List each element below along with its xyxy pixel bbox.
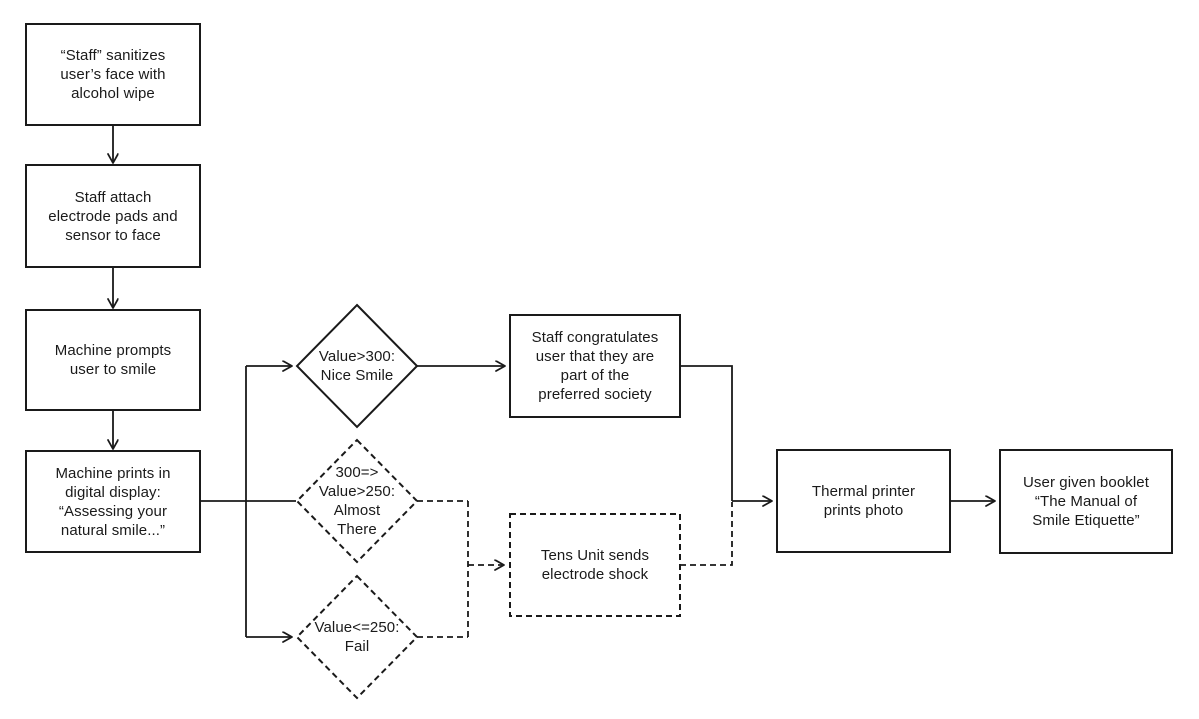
box-assess-outline	[25, 450, 201, 553]
edge-shock-merge	[680, 502, 733, 566]
node-shock-label: Tens Unit sends electrode shock	[540, 547, 650, 583]
diamond-fail-outline	[295, 574, 419, 700]
node-print-label: Thermal printer prints photo	[811, 483, 916, 519]
box-attach-outline	[25, 164, 201, 268]
box-prompt-outline	[25, 309, 201, 411]
box-congratulate-outline	[509, 314, 681, 418]
diamond-nice-outline	[295, 303, 419, 429]
node-assess-label: Machine prints in digital display: “Asse…	[55, 464, 171, 539]
node-nice-label: Value>300: Nice Smile	[318, 348, 396, 384]
node-prompt-label: Machine prompts user to smile	[54, 342, 172, 378]
node-sanitize-label: “Staff” sanitizes user’s face with alcoh…	[60, 47, 166, 102]
node-attach-label: Staff attach electrode pads and sensor t…	[48, 188, 178, 244]
box-shock-outline	[509, 513, 681, 617]
box-booklet-outline	[999, 449, 1173, 554]
node-fail-label: Value<=250: Fail	[314, 619, 400, 655]
edge-congratulate-merge	[680, 365, 733, 501]
node-congratulate-label: Staff congratulates user that they are p…	[531, 329, 659, 403]
diamond-almost-outline	[295, 438, 419, 564]
node-almost-label: 300=> Value>250: Almost There	[318, 464, 396, 538]
node-booklet-label: User given booklet “The Manual of Smile …	[1022, 474, 1150, 529]
box-sanitize-outline	[25, 23, 201, 126]
box-print-outline	[776, 449, 951, 553]
